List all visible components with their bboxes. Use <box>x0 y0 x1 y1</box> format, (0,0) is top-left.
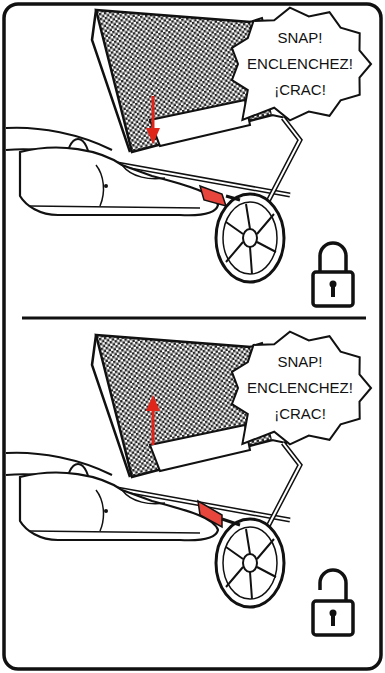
sound-effect-text: ENCLENCHEZ! <box>247 51 353 77</box>
sound-effect-text: ¡CRAC! <box>247 401 353 427</box>
callout-text-group: SNAP!ENCLENCHEZ!¡CRAC! <box>247 349 353 427</box>
callout-text-group: SNAP!ENCLENCHEZ!¡CRAC! <box>247 25 353 103</box>
sound-effect-text: ¡CRAC! <box>247 77 353 103</box>
sound-effect-text: SNAP! <box>247 349 353 375</box>
panel-divider <box>22 317 366 320</box>
unlocked-padlock-icon <box>313 570 353 635</box>
sound-effect-text: SNAP! <box>247 25 353 51</box>
locked-padlock-icon <box>313 243 353 306</box>
panel-frame <box>4 4 381 669</box>
starburst-callout: SNAP!ENCLENCHEZ!¡CRAC! <box>238 16 362 112</box>
sound-effect-text: ENCLENCHEZ! <box>247 375 353 401</box>
starburst-callout: SNAP!ENCLENCHEZ!¡CRAC! <box>238 340 362 436</box>
